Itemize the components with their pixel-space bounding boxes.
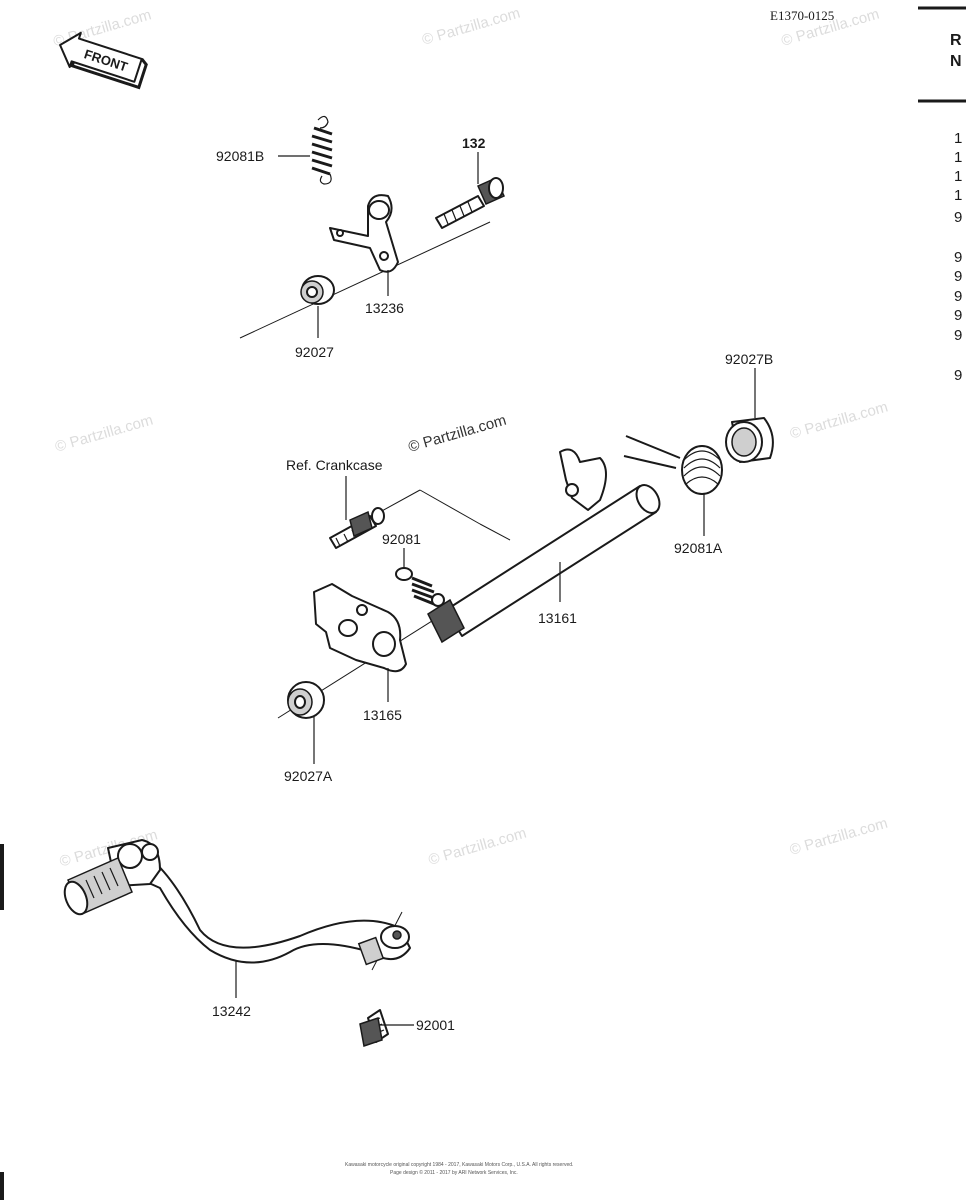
bolt-132 [435, 177, 505, 229]
side-entry: 1 [954, 168, 962, 185]
callout-13161: 13161 [538, 610, 577, 626]
side-entry: 9 [954, 209, 962, 226]
callout-92081B: 92081B [216, 148, 264, 164]
ref-bracket-line [379, 489, 421, 513]
callout-92081A: 92081A [674, 540, 723, 556]
bolt-92001 [359, 1009, 389, 1047]
watermarks: © Partzilla.com © Partzilla.com © Partzi… [51, 5, 890, 871]
callout-92081: 92081 [382, 531, 421, 547]
watermark: © Partzilla.com [406, 412, 508, 456]
diagram-code: E1370-0125 [770, 8, 834, 23]
side-entry: 9 [954, 288, 962, 305]
shaft-13161 [427, 448, 661, 644]
watermark: © Partzilla.com [426, 825, 528, 869]
callout-92001: 92001 [416, 1017, 455, 1033]
side-entry: 1 [954, 187, 962, 204]
side-column: R N 1 1 1 1 9 9 9 9 9 9 9 [918, 6, 966, 384]
upper-axis-line [239, 221, 491, 339]
side-entry: 9 [954, 307, 962, 324]
watermark: © Partzilla.com [53, 412, 155, 456]
callout-92027: 92027 [295, 344, 334, 360]
plate-13165 [313, 583, 407, 673]
side-entry: 1 [954, 130, 962, 147]
bushing-92027A [287, 681, 325, 719]
side-entry: 9 [954, 268, 962, 285]
side-header-2: N [950, 53, 962, 70]
watermark: © Partzilla.com [788, 815, 890, 859]
side-header-1: R [950, 32, 962, 49]
bushing-92027 [300, 275, 335, 305]
callout-92027B: 92027B [725, 351, 773, 367]
side-entry: 9 [954, 327, 962, 344]
side-entry: 9 [954, 249, 962, 266]
watermark: © Partzilla.com [420, 5, 522, 49]
callout-13242: 13242 [212, 1003, 251, 1019]
callout-132: 132 [462, 135, 486, 151]
watermark: © Partzilla.com [788, 398, 890, 442]
footer-line-1: Kawasaki motorcycle original copyright 1… [345, 1162, 573, 1168]
lever-13236 [329, 194, 399, 273]
ref-bracket-line [419, 489, 481, 525]
ref-bracket-line [479, 523, 511, 541]
callout-92027A: 92027A [284, 768, 333, 784]
collar-92027B [725, 417, 774, 463]
footer-line-2: Page design © 2011 - 2017 by ARI Network… [390, 1169, 518, 1176]
spring-92081B [311, 115, 333, 185]
callout-ref-crankcase: Ref. Crankcase [286, 457, 383, 473]
callout-13236: 13236 [365, 300, 404, 316]
pin-ref-crankcase [329, 507, 385, 549]
callout-13165: 13165 [363, 707, 402, 723]
pedal-13242 [63, 839, 411, 971]
spring-92081 [395, 567, 445, 607]
side-entry: 9 [954, 367, 962, 384]
spring-92081A [623, 435, 723, 495]
side-entry: 1 [954, 149, 962, 166]
